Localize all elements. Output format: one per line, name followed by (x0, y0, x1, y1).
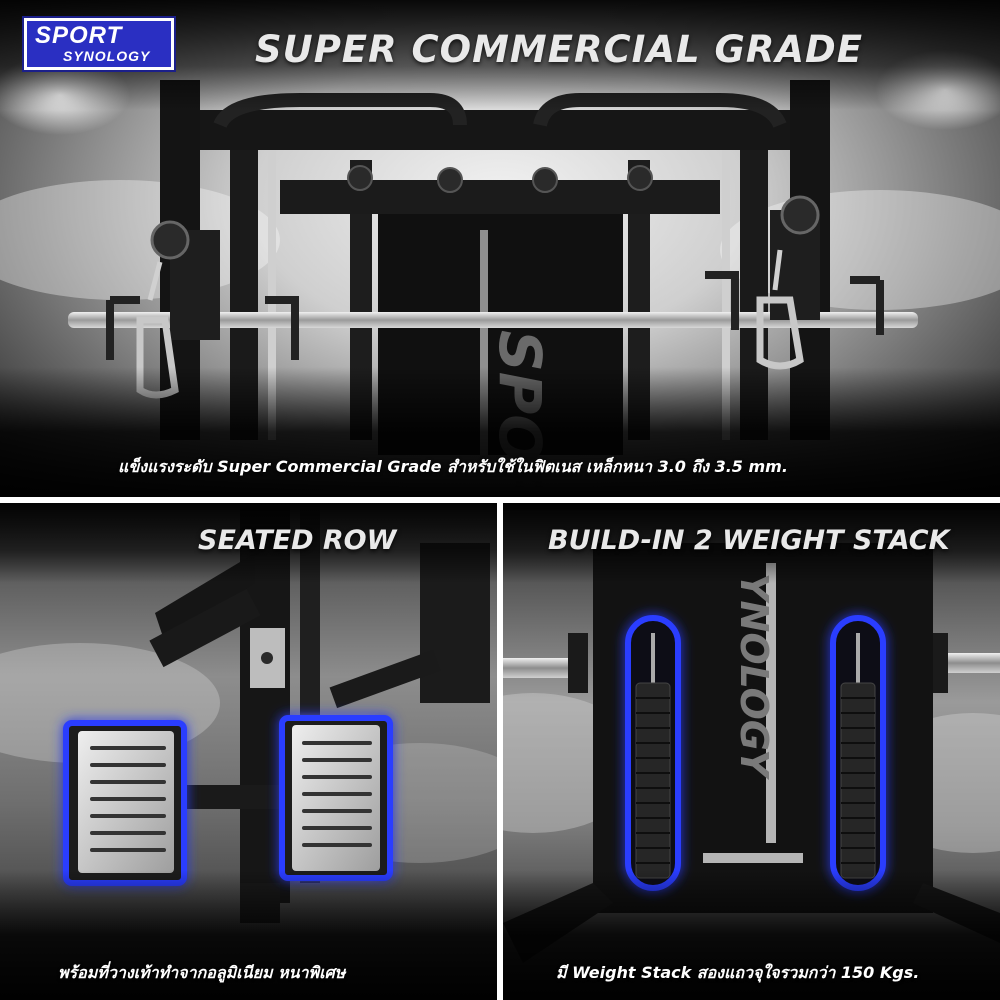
seated-row-panel: SEATED ROW พร้อมที่วางเท้าทำจากอลูมิเนีย… (0, 503, 497, 1000)
weight-stack-title: BUILD-IN 2 WEIGHT STACK (548, 525, 950, 556)
bottom-shade (0, 870, 497, 1000)
bottom-shade (503, 870, 1000, 1000)
shroud-lettering: YNOLOGY (732, 573, 776, 780)
top-shade (0, 503, 497, 583)
vertical-divider (497, 503, 503, 1000)
weight-stack-panel: YNOLOGY BUIL (503, 503, 1000, 1000)
weight-stack-caption: มี Weight Stack สองแถวจุใจรวมกว่า 150 Kg… (556, 963, 920, 982)
bottom-shade (0, 367, 1000, 497)
hero-panel: SPOR SUPER COMMERCIAL GRADE แข็งแรงระดับ… (0, 0, 1000, 497)
seated-row-caption: พร้อมที่วางเท้าทำจากอลูมิเนียม หนาพิเศษ (58, 963, 346, 982)
hero-title: SUPER COMMERCIAL GRADE (255, 28, 863, 71)
horizontal-divider (0, 497, 1000, 503)
seated-row-title: SEATED ROW (198, 525, 397, 556)
brand-logo-line1: SPORT (35, 22, 123, 49)
brand-logo-line2: SYNOLOGY (63, 48, 151, 64)
hero-caption: แข็งแรงระดับ Super Commercial Grade สำหร… (118, 457, 788, 476)
top-shade (503, 503, 1000, 583)
brand-logo: SPORT SYNOLOGY (24, 18, 174, 70)
